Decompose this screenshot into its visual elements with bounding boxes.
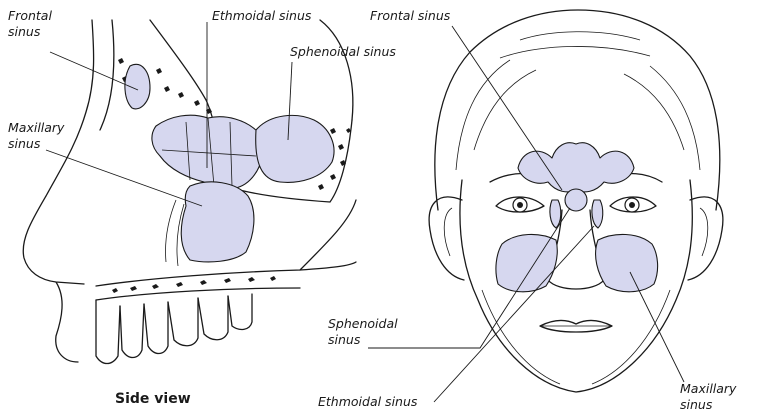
side-view-caption: Side view: [115, 391, 191, 407]
side-ethmoidal-sinus-label: Ethmoidal sinus: [212, 8, 312, 23]
front-frontal-leader: [452, 26, 562, 190]
side-frontal-sinus-label: Frontal sinus: [8, 8, 56, 39]
side-sphenoidal-sinus: [256, 115, 334, 182]
side-maxillary-sinus-label: Maxillary sinus: [8, 120, 68, 151]
front-ethmoidal-sinus-label: Ethmoidal sinus: [318, 394, 418, 409]
front-maxillary-label-line2: sinus: [680, 397, 713, 411]
side-maxillary-label-line1: Maxillary: [8, 120, 65, 135]
front-frontal-sinus-label: Frontal sinus: [370, 8, 451, 23]
front-maxillary-sinus-label: Maxillary sinus: [680, 381, 740, 411]
side-sphenoidal-sinus-label: Sphenoidal sinus: [290, 44, 396, 59]
front-maxillary-leader: [630, 272, 684, 382]
front-sphenoidal-label-line1: Sphenoidal: [328, 316, 398, 331]
front-sphenoidal-sinus-label: Sphenoidal sinus: [328, 316, 402, 347]
side-maxillary-sinus: [181, 182, 254, 262]
front-sphenoidal-sinus: [565, 189, 587, 211]
front-maxillary-sinus-left: [496, 234, 557, 291]
front-maxillary-sinus-right: [596, 234, 658, 291]
side-frontal-label-line1: Frontal: [8, 8, 52, 23]
front-maxillary-label-line1: Maxillary: [680, 381, 737, 396]
front-ethmoidal-sinus-left: [550, 200, 561, 228]
side-maxillary-label-line2: sinus: [8, 136, 41, 151]
front-ethmoidal-sinus-right: [592, 200, 603, 228]
side-frontal-sinus: [125, 64, 150, 108]
side-frontal-label-line2: sinus: [8, 24, 41, 39]
side-ethmoidal-sinus: [152, 115, 263, 189]
front-sphenoidal-label-line2: sinus: [328, 332, 361, 347]
